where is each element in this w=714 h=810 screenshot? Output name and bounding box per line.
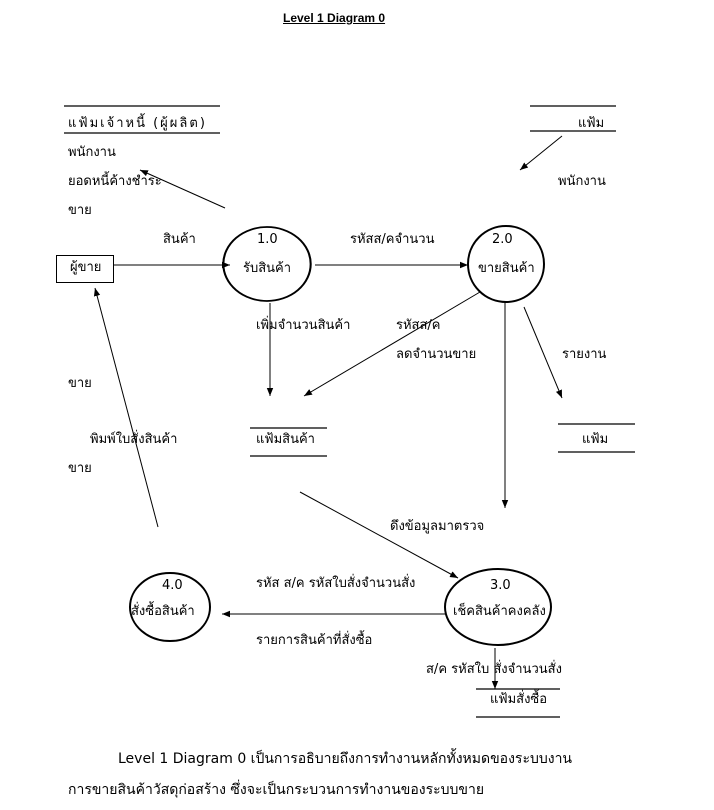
creditor-store-label: แฟ้มเจ้าหนี้ (ผู้ผลิต) bbox=[68, 116, 207, 131]
label-order-codes: รหัส ส/ค รหัสใบสั่งจำนวนสั่ง bbox=[256, 576, 416, 591]
sales-store-label: แฟ้ม bbox=[582, 432, 609, 447]
label-add-qty: เพิ่มจำนวนสินค้า bbox=[256, 318, 351, 333]
process-2-circle bbox=[467, 225, 545, 303]
diagram-title: Level 1 Diagram 0 bbox=[283, 11, 386, 25]
label-employee-left: พนักงาน bbox=[68, 145, 116, 160]
process-2-name: ขายสินค้า bbox=[478, 261, 535, 276]
label-employee-right: พนักงาน bbox=[558, 174, 606, 189]
label-reduce-qty: ลดจำนวนขาย bbox=[396, 347, 477, 362]
process-3-number: 3.0 bbox=[490, 578, 511, 593]
label-debt-line1: ยอดหนี้ค้างชำระ bbox=[68, 174, 162, 189]
description-line1: Level 1 Diagram 0 เป็นการอธิบายถึงการทำง… bbox=[118, 751, 573, 767]
label-debt-line2: ขาย bbox=[68, 203, 92, 218]
label-order-items: รายการสินค้าที่สั่งซื้อ bbox=[256, 633, 373, 648]
label-sell-left: ขาย bbox=[68, 376, 92, 391]
process-1-number: 1.0 bbox=[257, 232, 278, 247]
process-4-name: สั่งซื้อสินค้า bbox=[131, 604, 195, 619]
sales-store-lines bbox=[558, 423, 635, 453]
label-order-codes-bottom: ส/ค รหัสใบ สั่งจำนวนสั่ง bbox=[426, 662, 562, 677]
label-sell-left2: ขาย bbox=[68, 461, 92, 476]
flow-p4-to-seller bbox=[93, 287, 159, 528]
flow-p2-to-product-store bbox=[303, 291, 481, 397]
flow-employee-arrow bbox=[519, 135, 563, 171]
process-4-circle bbox=[129, 572, 211, 642]
employee-store-top-lines bbox=[530, 105, 616, 132]
process-3-circle bbox=[444, 568, 552, 646]
process-1-name: รับสินค้า bbox=[243, 261, 292, 276]
process-3-name: เช็คสินค้าคงคลัง bbox=[453, 604, 546, 619]
label-pull-data: ดึงข้อมูลมาตรวจ bbox=[390, 519, 485, 534]
label-print-order: พิมพ์ใบสั่งสินค้า bbox=[90, 432, 178, 447]
label-report: รายงาน bbox=[562, 347, 607, 362]
flow-product-store-to-p3 bbox=[299, 491, 459, 579]
product-store-label: แฟ้มสินค้า bbox=[256, 432, 315, 447]
purchase-order-store-label: แฟ้มสั่งซื้อ bbox=[490, 692, 548, 707]
label-code-right: รหัสส/ค bbox=[396, 318, 441, 333]
process-4-number: 4.0 bbox=[162, 578, 183, 593]
employee-store-top-label: แฟ้ม bbox=[578, 116, 605, 131]
product-store-lines bbox=[250, 427, 327, 457]
seller-entity-label: ผู้ขาย bbox=[70, 260, 102, 275]
purchase-order-store-lines bbox=[476, 688, 560, 718]
creditor-store-lines bbox=[64, 105, 220, 134]
description-line2: การขายสินค้าวัสดุก่อสร้าง ซึ่งจะเป็นกระบ… bbox=[68, 782, 485, 798]
flow-debt-arrow bbox=[139, 169, 226, 209]
label-product-flow: สินค้า bbox=[163, 232, 196, 247]
process-2-number: 2.0 bbox=[492, 232, 513, 247]
seller-entity-box bbox=[56, 255, 114, 283]
label-code-qty: รหัสส/คจำนวน bbox=[350, 232, 435, 247]
flow-p2-to-sales-store bbox=[523, 306, 563, 399]
